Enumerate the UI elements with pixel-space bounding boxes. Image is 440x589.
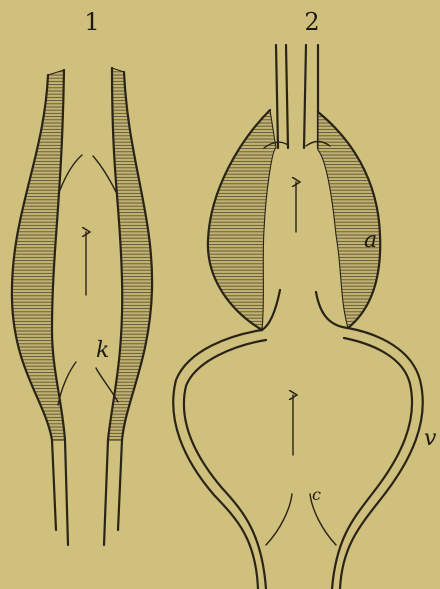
figure-2-ventricle-inner-wall-right — [332, 338, 412, 589]
figure-2-tube-left-inner — [286, 45, 288, 148]
figure-1-label-k: k — [96, 338, 109, 363]
figure-2-label-v: v — [424, 426, 437, 451]
figure-2-ventricle-inner-wall — [184, 340, 266, 589]
figure-1-valve-upper-left — [60, 155, 82, 190]
figure-1: 1 k — [12, 8, 152, 545]
figure-2-tube-left-outer — [276, 45, 278, 148]
figure-1-valve-lower-right — [96, 368, 118, 402]
figure-2-label-a: a — [364, 228, 377, 253]
figure-1-number: 1 — [84, 8, 99, 36]
figure-2-valve-left-leaflet — [262, 290, 280, 330]
figure-2: 2 a — [173, 8, 437, 589]
figure-1-valve-upper-right — [93, 156, 116, 192]
figure-2-ventricle-outer-wall — [173, 330, 262, 589]
figure-2-ventricle-outer-wall-right — [340, 328, 423, 589]
figure-2-number: 2 — [304, 8, 319, 36]
figure-2-lower-valve-left — [266, 494, 292, 545]
figure-2-tube-right-inner — [304, 45, 306, 148]
figure-2-label-c: c — [312, 485, 321, 504]
